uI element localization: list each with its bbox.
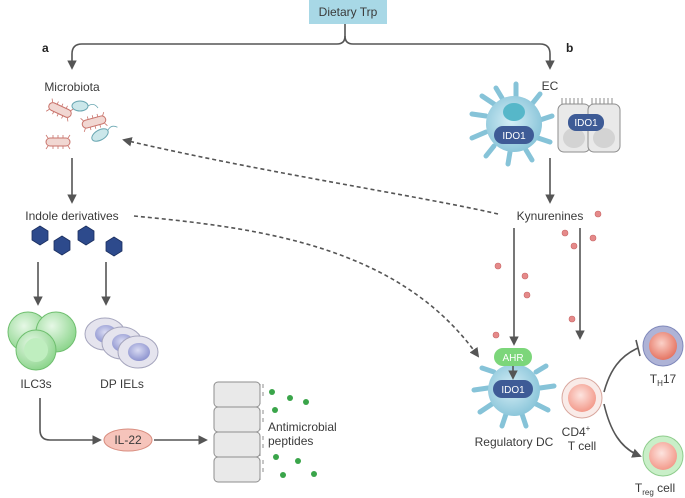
treg-cell-icon (642, 435, 684, 477)
ido1-label-ec: IDO1 (574, 118, 598, 129)
cd4-label-line2: T cell (568, 439, 596, 453)
arrow-ilc3-to-il22 (39, 398, 102, 445)
inhibition-bar (635, 339, 641, 357)
dashed-arrow-indole-to-ahr (133, 215, 480, 358)
ahr-badge (494, 348, 532, 366)
inhibition-to-th17 (603, 347, 639, 393)
ilc3-cells-icon (7, 311, 77, 371)
kynurenines-label: Kynurenines (517, 209, 584, 223)
title-box (309, 0, 387, 24)
ido1-badge-reg-dc (493, 380, 533, 398)
epithelial-cell-icon: IDO1 (557, 98, 621, 153)
cd4-label-line1: CD4+ (562, 424, 591, 439)
ilc3-label: ILC3s (20, 377, 51, 391)
top-branch-line (67, 24, 346, 70)
antimicrobial-dots (269, 389, 317, 478)
top-branch-line-right (344, 35, 555, 70)
dashed-arrow-kynurenines-to-microbiota (122, 137, 499, 215)
title-text: Dietary Trp (319, 5, 378, 19)
dp-iel-cells-icon (84, 317, 159, 369)
panel-a-label: a (42, 41, 49, 55)
th17-label: TH17 (650, 372, 677, 388)
ahr-label: AHR (502, 353, 523, 364)
il22-badge (103, 428, 153, 452)
regulatory-dc-label: Regulatory DC (475, 435, 554, 449)
t-cell-icon (561, 377, 603, 419)
ido1-label-top-dc: IDO1 (502, 131, 526, 142)
treg-label: Treg cell (635, 481, 675, 497)
il22-label: IL-22 (114, 433, 142, 447)
arrow-to-treg (603, 403, 642, 458)
antimicrobial-label-1: Antimicrobial (268, 420, 337, 434)
microbiota-label: Microbiota (44, 80, 100, 94)
bacteria-icon (45, 98, 118, 150)
epithelium-icon (213, 381, 264, 483)
indole-hexagon-icon (31, 225, 123, 257)
panel-b-label: b (566, 41, 573, 55)
dp-iel-label: DP IELs (100, 377, 144, 391)
dendritic-cell-icon: IDO1 (469, 81, 555, 167)
ec-label: EC (542, 79, 559, 93)
th17-cell-icon (642, 325, 684, 367)
ido1-label-reg-dc: IDO1 (501, 385, 525, 396)
kynurenine-dots (492, 210, 602, 339)
indole-label: Indole derivatives (25, 209, 118, 223)
antimicrobial-label-2: peptides (268, 434, 313, 448)
